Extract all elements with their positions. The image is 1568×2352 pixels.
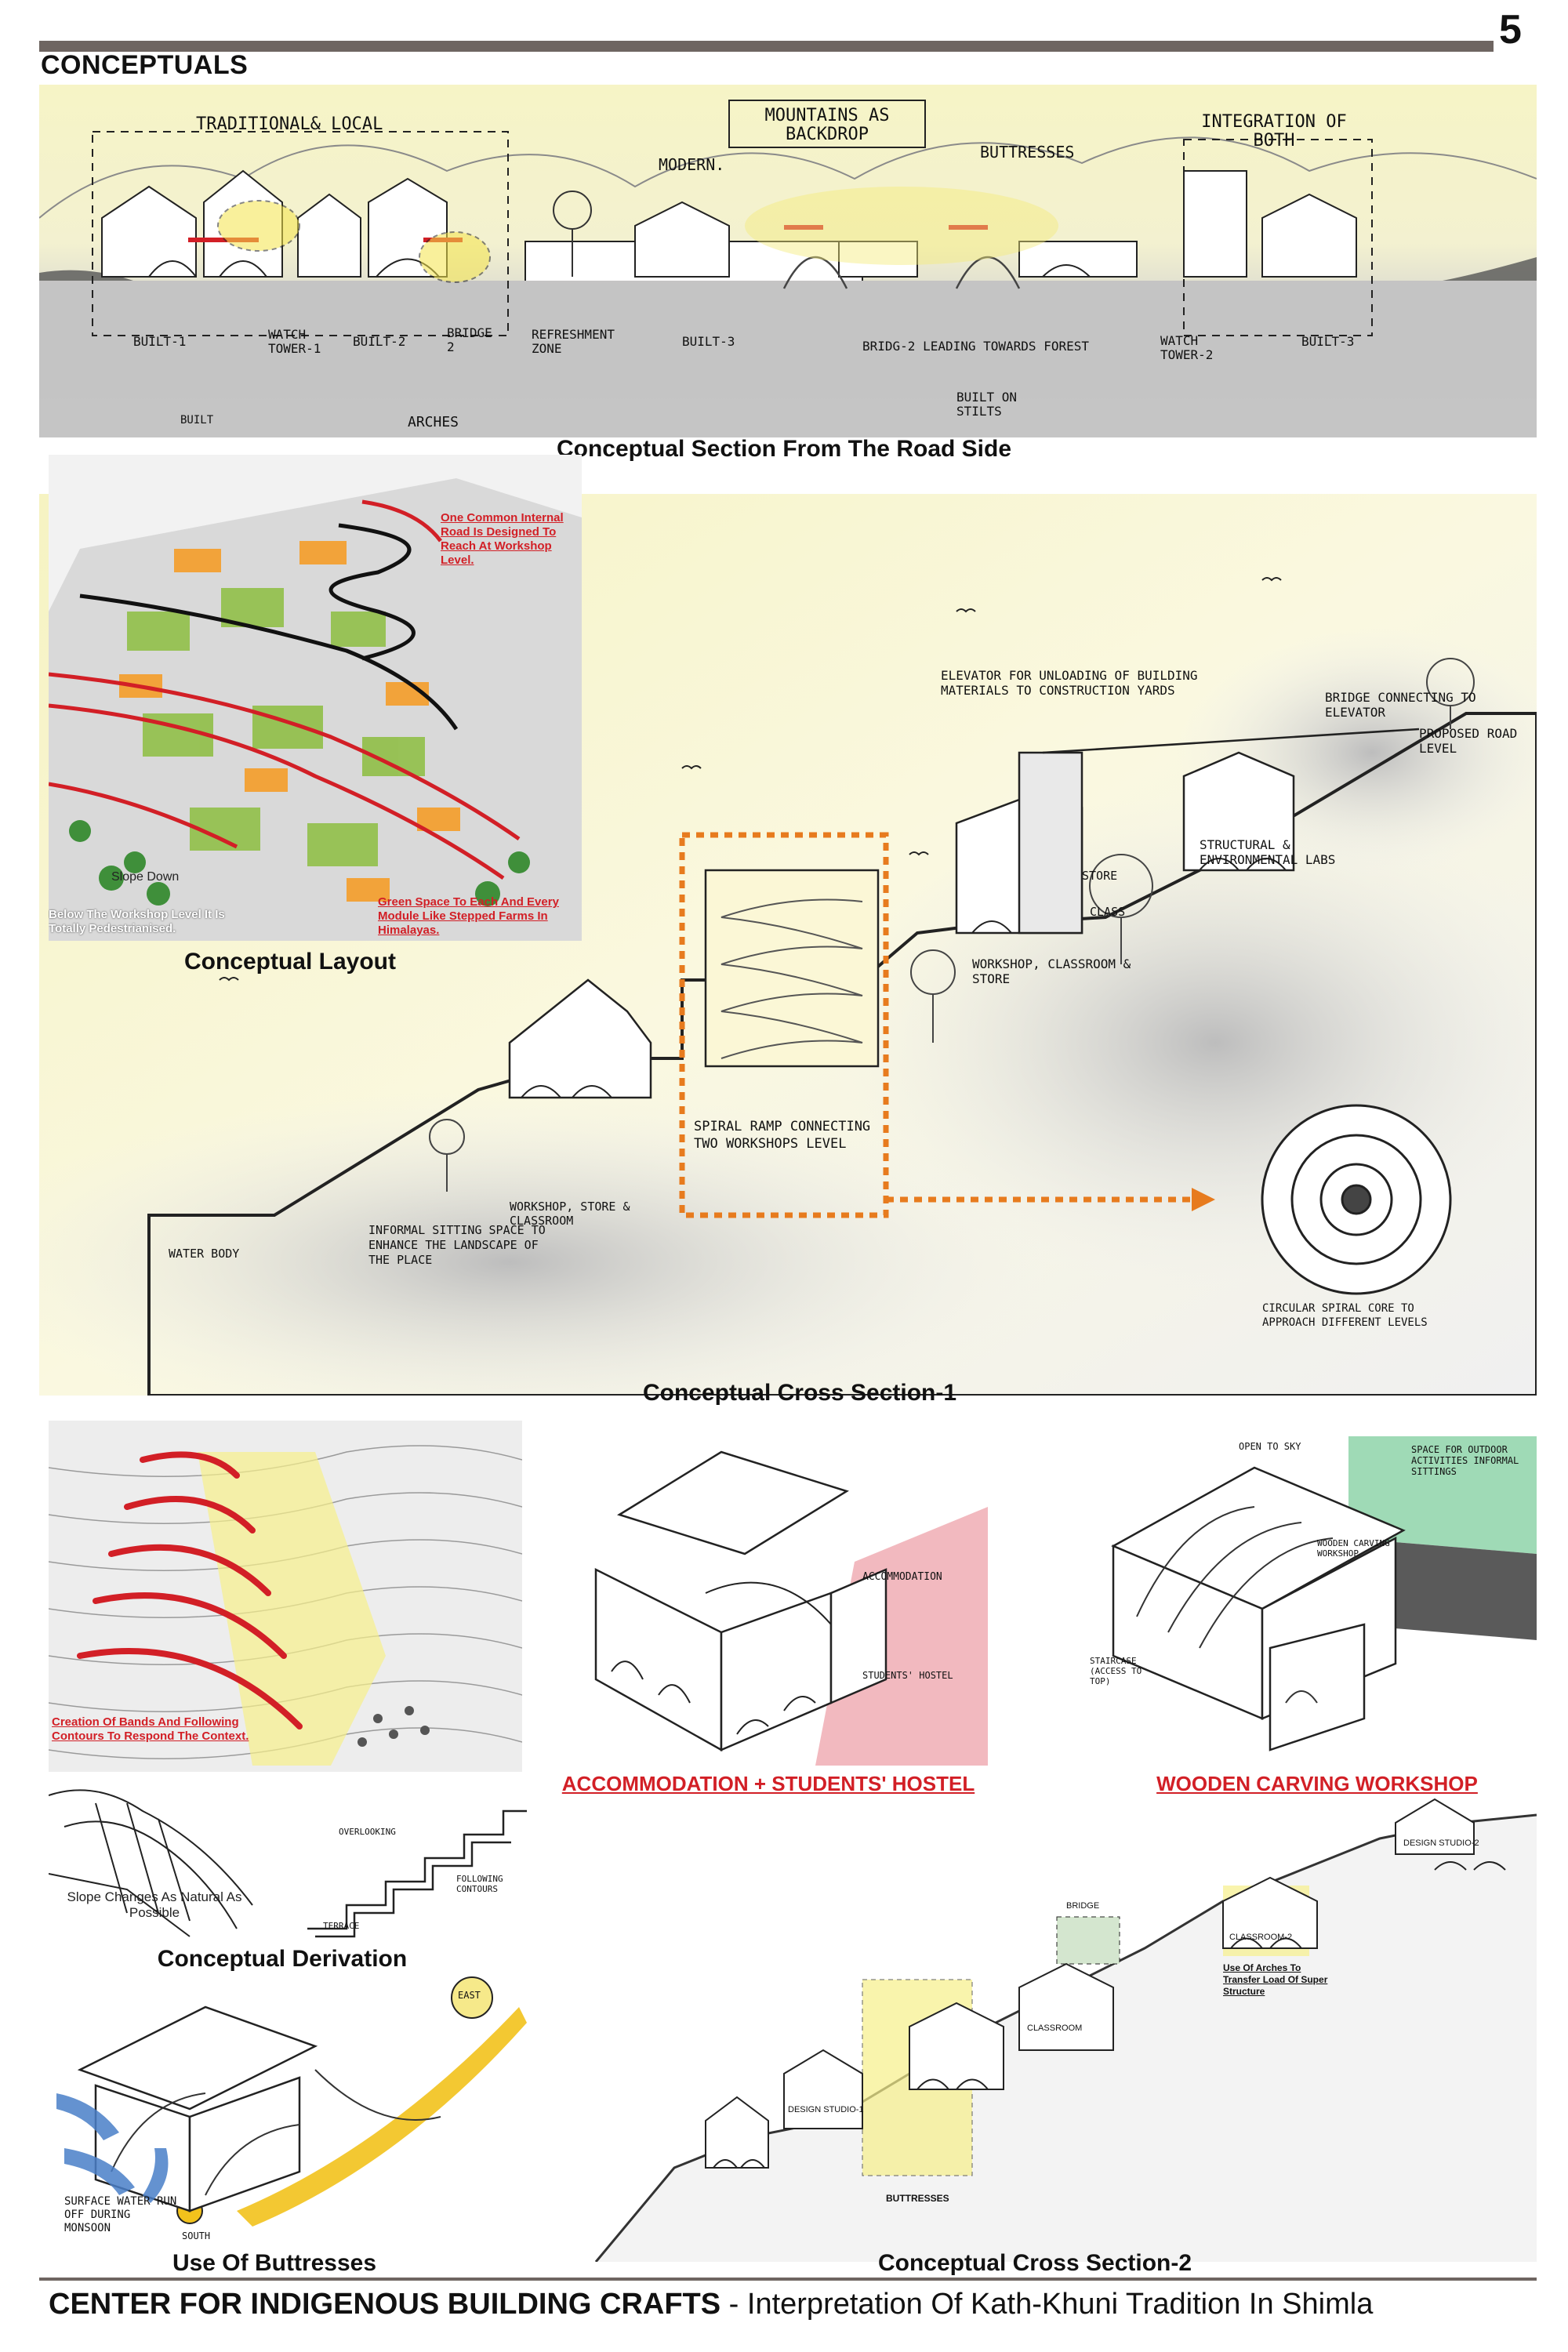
label-buttresses: BUTTRESSES <box>980 143 1075 162</box>
label-built3a: BUILT-3 <box>682 334 735 349</box>
page-number: 5 <box>1499 7 1522 53</box>
note-green-space: Green Space To Each And Every Module Lik… <box>378 895 559 937</box>
derivation-note: Slope Changes As Natural As Possible <box>67 1889 242 1920</box>
wooden-carving-sketch: OPEN TO SKY SPACE FOR OUTDOOR ACTIVITIES… <box>1066 1421 1537 1766</box>
bands-contour-drawing <box>49 1445 522 1766</box>
runoff-label: SURFACE WATER RUN OFF DURING MONSOON <box>64 2195 177 2234</box>
wooden-carving-drawing <box>1111 1436 1537 1751</box>
label-refresh: REFRESHMENT ZONE <box>532 327 615 356</box>
label-watch2: WATCH TOWER-2 <box>1160 333 1214 362</box>
label-workshop: WORKSHOP, CLASSROOM & STORE <box>972 956 1131 986</box>
note-internal-road: One Common Internal Road Is Designed To … <box>441 511 564 567</box>
label-traditional: TRADITIONAL& LOCAL <box>196 114 383 134</box>
label-built: BUILT <box>180 414 214 426</box>
east-label: EAST <box>458 1990 481 2001</box>
label-elevator: ELEVATOR FOR UNLOADING OF BUILDING MATER… <box>941 668 1198 698</box>
buttress-drawing <box>56 1976 527 2227</box>
hostel-label: STUDENTS' HOSTEL <box>862 1670 953 1681</box>
road-section-sketch: TRADITIONAL& LOCAL MOUNTAINS AS BACKDROP… <box>39 85 1537 437</box>
bottom-rule <box>39 2278 1537 2281</box>
overlooking-label: OVERLOOKING <box>339 1827 396 1837</box>
label-informal: INFORMAL SITTING SPACE TO ENHANCE THE LA… <box>368 1223 546 1267</box>
layout-caption: Conceptual Layout <box>183 949 396 975</box>
wooden-carving-caption: WOODEN CARVING WORKSHOP <box>1156 1772 1478 1795</box>
label-water: WATER BODY <box>169 1247 240 1261</box>
label-road-level: PROPOSED ROAD LEVEL <box>1419 726 1518 756</box>
label-mountains: MOUNTAINS AS BACKDROP <box>764 106 890 144</box>
south-label: SOUTH <box>182 2230 211 2241</box>
outdoor-activities-label: SPACE FOR OUTDOOR ACTIVITIES INFORMAL SI… <box>1411 1444 1519 1477</box>
label-bridge-elevator: BRIDGE CONNECTING TO ELEVATOR <box>1325 690 1476 720</box>
label-built2: BUILT-2 <box>353 334 406 349</box>
label-modern: MODERN. <box>659 155 725 174</box>
carving-workshop-label: WOODEN CARVING WORKSHOP <box>1317 1538 1390 1559</box>
note-pedestrian: Below The Workshop Level It Is Totally P… <box>49 908 225 935</box>
road-section-drawing <box>39 85 1537 437</box>
label-labs: STRUCTURAL & ENVIRONMENTAL LABS <box>1200 837 1336 867</box>
cross-section-2-sketch: BUTTRESSES Use Of Arches To Transfer Loa… <box>549 1791 1537 2262</box>
design2-label: DESIGN STUDIO-2 <box>1403 1838 1479 1848</box>
label-arches: ARCHES <box>408 414 459 430</box>
section-title: CONCEPTUALS <box>41 50 249 80</box>
footer-title: CENTER FOR INDIGENOUS BUILDING CRAFTS <box>49 2288 721 2321</box>
label-bridge2: BRIDG-2 LEADING TOWARDS FOREST <box>862 339 1089 354</box>
label-built1: BUILT-1 <box>133 334 187 349</box>
road-section-caption: Conceptual Section From The Road Side <box>556 436 1012 462</box>
top-rule <box>39 41 1494 52</box>
label-spiral: SPIRAL RAMP CONNECTING TWO WORKSHOPS LEV… <box>694 1119 871 1152</box>
label-class: CLASS <box>1090 905 1126 919</box>
note-slope-down: Slope Down <box>111 870 180 884</box>
arches-note: Use Of Arches To Transfer Load Of Super … <box>1223 1962 1328 1997</box>
layout-plan-drawing <box>49 455 582 941</box>
label-bridge: BRIDGE 2 <box>447 325 492 354</box>
label-stilts: BUILT ON STILTS <box>956 390 1018 419</box>
label-watch1: WATCH TOWER-1 <box>268 327 321 356</box>
buttresses-label: BUTTRESSES <box>886 2193 949 2204</box>
buttress-caption: Use Of Buttresses <box>172 2250 377 2276</box>
footer-subtitle: - Interpretation Of Kath-Khuni Tradition… <box>720 2288 1374 2321</box>
following-contours-label: FOLLOWING CONTOURS <box>456 1874 503 1894</box>
accommodation-sketch: ACCOMMODATION STUDENTS' HOSTEL <box>549 1421 988 1766</box>
cross-section-2-caption: Conceptual Cross Section-2 <box>877 2250 1192 2276</box>
label-built3b: BUILT-3 <box>1301 334 1355 349</box>
footer: CENTER FOR INDIGENOUS BUILDING CRAFTS - … <box>49 2288 1373 2321</box>
terrace-label: TERRACE <box>323 1921 360 1931</box>
classroom-label: CLASSROOM <box>1027 2024 1083 2033</box>
buttress-sketch: EAST SOUTH SURFACE WATER RUN OFF DURING … <box>49 1976 527 2266</box>
label-store: STORE <box>1082 869 1118 883</box>
label-core: CIRCULAR SPIRAL CORE TO APPROACH DIFFERE… <box>1262 1302 1428 1329</box>
accommodation-drawing <box>594 1450 988 1766</box>
classroom2-label: CLASSROOM-2 <box>1229 1933 1293 1942</box>
bridge-label: BRIDGE <box>1066 1901 1100 1911</box>
bands-contour-plan: Creation Of Bands And Following Contours… <box>49 1421 522 1772</box>
accommodation-caption: ACCOMMODATION + STUDENTS' HOSTEL <box>561 1772 975 1795</box>
accommodation-label: ACCOMMODATION <box>862 1571 942 1583</box>
note-bands: Creation Of Bands And Following Contours… <box>52 1715 249 1743</box>
label-integration: INTEGRATION OF BOTH <box>1201 112 1347 151</box>
derivation-sketch: Slope Changes As Natural As Possible OVE… <box>49 1780 527 1952</box>
design1-label: DESIGN STUDIO-1 <box>788 2105 864 2114</box>
derivation-caption: Conceptual Derivation <box>157 1946 408 1972</box>
layout-plan: One Common Internal Road Is Designed To … <box>49 455 582 941</box>
cross-section-2-drawing <box>594 1798 1537 2262</box>
open-to-sky-label: OPEN TO SKY <box>1239 1441 1301 1452</box>
label-workshop2: WORKSHOP, STORE & CLASSROOM <box>510 1200 630 1228</box>
staircase-label: STAIRCASE (ACCESS TO TOP) <box>1090 1656 1142 1686</box>
cross-section-1-caption: Conceptual Cross Section-1 <box>642 1380 957 1406</box>
derivation-drawing <box>49 1789 527 1938</box>
